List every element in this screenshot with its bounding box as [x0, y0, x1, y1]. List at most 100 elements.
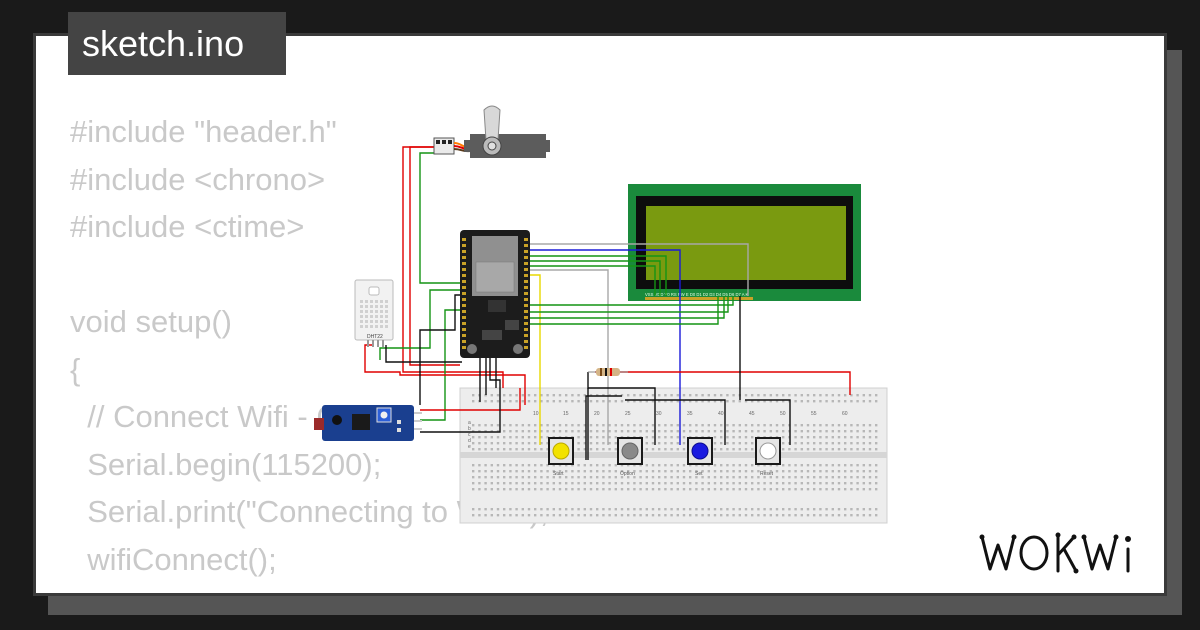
breadboard-hole: [862, 442, 865, 445]
lcd-display-icon[interactable]: VSS VDD V0 RS RW E D0 D1 D2 D3 D4 D5 D6 …: [628, 184, 861, 301]
breadboard-hole: [819, 514, 822, 517]
breadboard-hole: [819, 464, 822, 467]
breadboard-hole: [850, 470, 853, 473]
breadboard-hole: [571, 464, 574, 467]
breadboard-hole: [515, 514, 518, 517]
breadboard-hole: [521, 430, 524, 433]
dht22-vent: [380, 300, 383, 303]
breadboard-hole: [794, 394, 797, 397]
breadboard-hole: [868, 476, 872, 479]
breadboard-hole: [534, 470, 537, 473]
breadboard-hole: [800, 442, 803, 445]
dht22-vent: [370, 325, 373, 328]
file-name-tab[interactable]: sketch.ino: [68, 12, 286, 75]
dht22-sensor-icon[interactable]: DHT22: [354, 279, 394, 347]
dht22-label: DHT22: [367, 334, 383, 340]
breadboard-hole: [775, 488, 779, 491]
breadboard-hole: [794, 488, 797, 491]
breadboard-hole: [596, 424, 599, 427]
breadboard-hole: [837, 394, 841, 397]
breadboard-hole: [868, 436, 872, 439]
dht22-vent: [385, 320, 388, 323]
breadboard-hole: [608, 514, 611, 517]
breadboard-hole: [763, 394, 766, 397]
wire-red: [364, 344, 526, 405]
ir-sensor-module-icon[interactable]: [314, 405, 422, 441]
breadboard-hole: [565, 394, 568, 397]
breadboard-hole: [503, 424, 506, 427]
servo-motor-icon[interactable]: [433, 105, 550, 158]
breadboard-hole: [552, 430, 555, 433]
breadboard-hole: [844, 482, 847, 485]
pushbutton-icon[interactable]: Reset: [755, 437, 781, 477]
breadboard-hole: [571, 394, 574, 397]
breadboard-hole: [546, 400, 549, 403]
breadboard-hole: [813, 508, 816, 511]
breadboard-hole: [540, 436, 543, 439]
breadboard-hole: [571, 430, 574, 433]
breadboard-hole: [701, 508, 704, 511]
breadboard-hole: [664, 464, 667, 467]
breadboard-hole: [819, 430, 822, 433]
breadboard-hole: [732, 436, 735, 439]
breadboard-hole: [844, 430, 847, 433]
breadboard-hole: [713, 442, 717, 445]
breadboard-hole: [503, 394, 506, 397]
breadboard-hole: [813, 514, 816, 517]
breadboard-hole: [658, 442, 661, 445]
esp32-pin: [462, 340, 466, 343]
breadboard-hole: [596, 436, 599, 439]
breadboard-hole: [819, 442, 822, 445]
breadboard-hole: [732, 394, 735, 397]
breadboard-hole: [558, 482, 562, 485]
pushbutton-icon[interactable]: Start: [548, 437, 574, 477]
breadboard-hole: [856, 400, 859, 403]
breadboard-hole: [527, 476, 531, 479]
esp32-pin: [524, 238, 528, 241]
breadboard-hole: [614, 470, 617, 473]
pushbutton-icon[interactable]: Set: [687, 437, 713, 477]
breadboard-hole: [664, 476, 667, 479]
breadboard-hole: [775, 394, 779, 397]
breadboard-hole: [726, 482, 729, 485]
breadboard-hole: [757, 476, 760, 479]
breadboard-hole: [856, 482, 859, 485]
esp32-pin: [462, 328, 466, 331]
breadboard-hole: [819, 424, 822, 427]
pushbutton-icon[interactable]: Option: [617, 437, 643, 477]
breadboard-hole: [763, 508, 766, 511]
breadboard-hole: [831, 400, 834, 403]
breadboard-hole: [546, 508, 549, 511]
breadboard-hole: [844, 488, 847, 491]
breadboard-hole: [478, 482, 481, 485]
breadboard-hole: [670, 476, 673, 479]
breadboard-hole: [651, 424, 655, 427]
breadboard-hole: [701, 514, 704, 517]
breadboard-hole: [577, 400, 580, 403]
breadboard-hole: [825, 470, 828, 473]
wokwi-logo[interactable]: [976, 525, 1151, 581]
breadboard-hole: [744, 448, 748, 451]
wire-yellow: [528, 274, 541, 445]
breadboard-hole: [713, 430, 717, 433]
breadboard-hole: [695, 394, 698, 397]
breadboard-hole: [738, 514, 741, 517]
wire-red: [409, 146, 460, 366]
breadboard-hole: [676, 394, 679, 397]
breadboard-hole: [620, 424, 624, 427]
esp32-board-icon[interactable]: [460, 230, 530, 358]
breadboard-hole: [701, 470, 704, 473]
breadboard-hole: [645, 430, 648, 433]
breadboard-hole: [472, 394, 475, 397]
breadboard-hole: [732, 482, 735, 485]
breadboard-hole: [596, 430, 599, 433]
breadboard-hole: [509, 400, 512, 403]
breadboard-hole: [775, 400, 779, 403]
code-preview: #include "header.h"#include <chrono>#inc…: [70, 108, 549, 583]
breadboard-hole: [763, 482, 766, 485]
breadboard-hole: [602, 448, 605, 451]
wire-green: [520, 296, 719, 325]
breadboard-hole: [540, 514, 543, 517]
wire-black: [585, 395, 622, 460]
